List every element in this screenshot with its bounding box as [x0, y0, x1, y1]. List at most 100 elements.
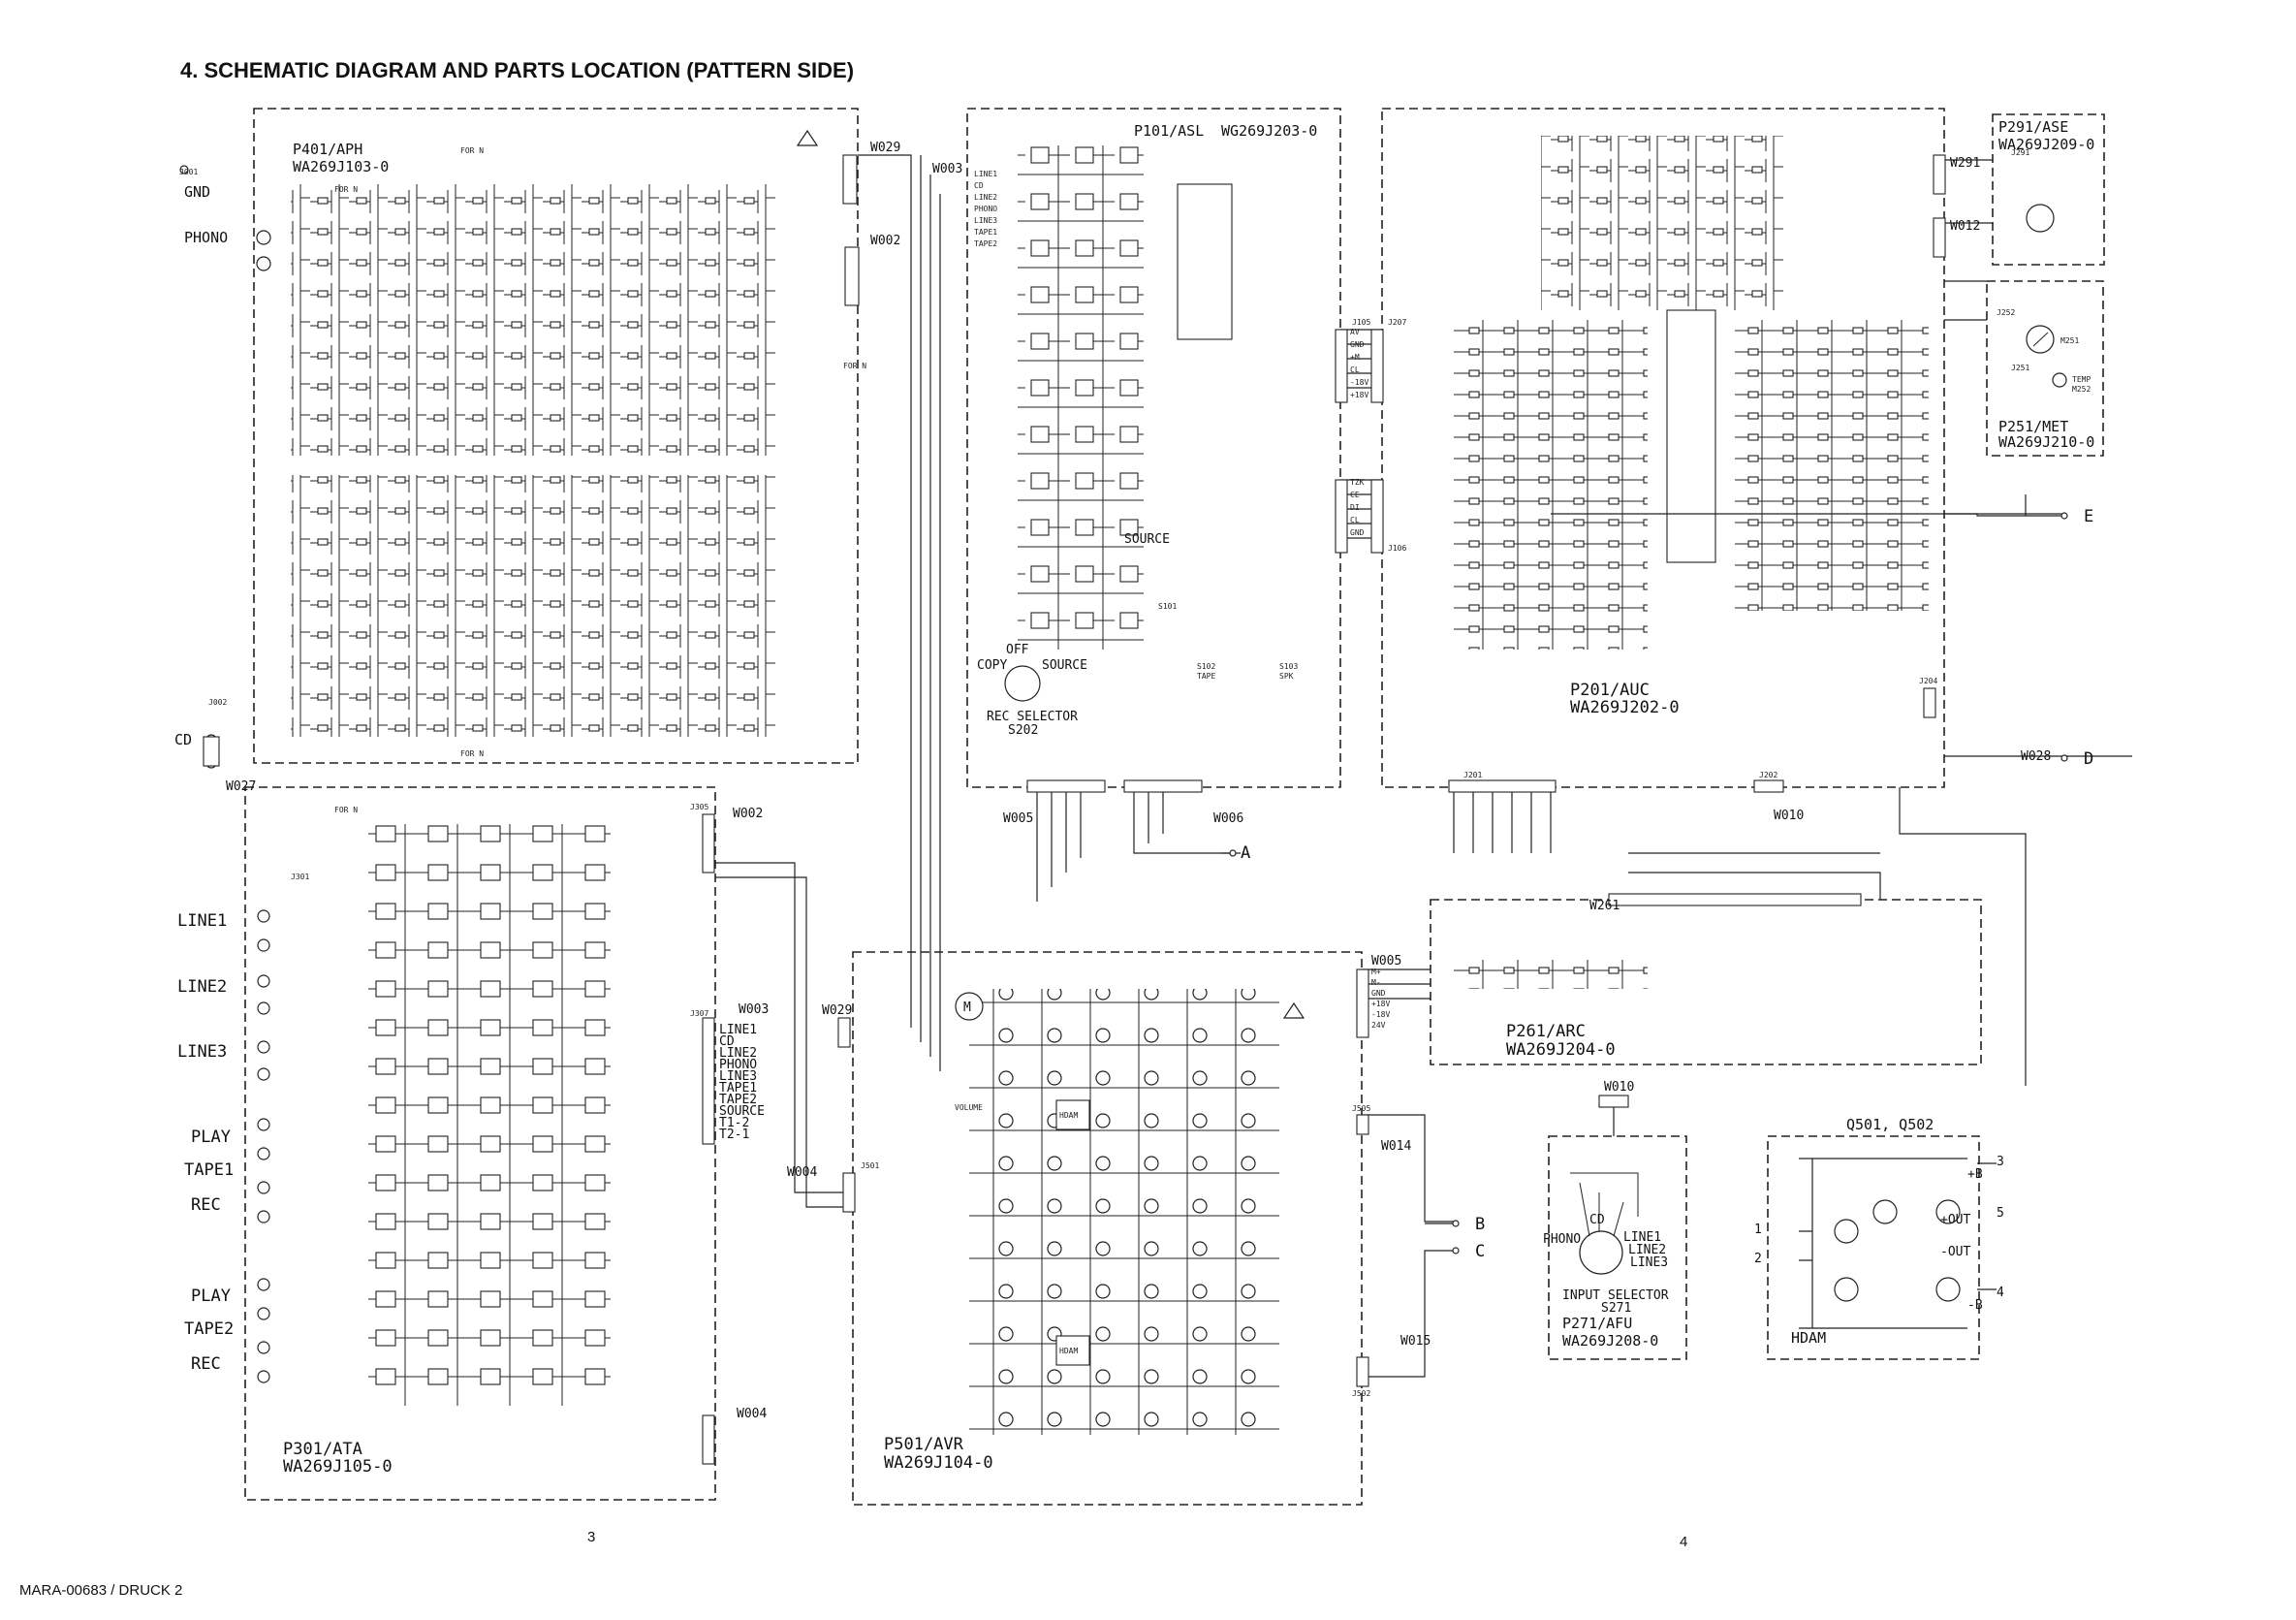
board-p271-name: P271/AFU [1562, 1315, 1632, 1332]
board-p251-name: P251/MET [1998, 418, 2068, 435]
board-p101-part: WG269J203-0 [1221, 122, 1317, 140]
temp-label: TEMP [2072, 375, 2091, 384]
power-labels: AV GND +M CL -18V +18V TZK CE DI CL GND … [1350, 328, 1390, 1030]
j501-label: J501 [861, 1161, 879, 1170]
j502-label: J502 [1352, 1389, 1370, 1398]
hdam-pin-5: 5 [1997, 1206, 2004, 1221]
for-n-1: FOR N [334, 185, 358, 194]
p101-bus-line3: LINE3 [974, 216, 997, 225]
j106-label: J106 [1388, 544, 1406, 553]
board-p401-outline [253, 108, 859, 764]
wire-labels: W029 W002 W003 W291 W012 W027 W002 W003 … [226, 141, 2051, 1421]
hdam-title: Q501, Q502 [1846, 1116, 1934, 1133]
p501-m-minus: M- [1371, 978, 1381, 987]
ctrl-gnd: GND [1350, 528, 1365, 537]
rec-selector-source: SOURCE [1042, 658, 1087, 673]
bus-phono: PHONO [719, 1058, 757, 1072]
wire-w002-top: W002 [870, 234, 900, 248]
board-p271-outline [1548, 1135, 1687, 1360]
p501-m-plus: M+ [1371, 968, 1381, 976]
p401-lower-circuit [291, 475, 775, 737]
input-selector-cd: CD [1589, 1213, 1605, 1227]
connectors [203, 154, 1946, 1465]
footer-page-right: 4 [1680, 1534, 1687, 1550]
p201-ic-q201 [1666, 309, 1716, 563]
p501-neg18: -18V [1371, 1010, 1390, 1019]
wire-w012: W012 [1950, 219, 1980, 234]
j001-label: J001 [179, 168, 198, 176]
board-p501-part: WA269J104-0 [884, 1453, 993, 1473]
pwr-av: AV [1350, 328, 1360, 336]
rec-selector-off: OFF [1006, 643, 1029, 657]
for-n-5: FOR N [334, 806, 358, 814]
p101-bus-line1: LINE1 [974, 170, 997, 178]
ctrl-tzk: TZK [1350, 478, 1365, 487]
board-p101-name: P101/ASL [1134, 122, 1204, 140]
wire-w003-mid: W003 [739, 1002, 769, 1017]
hdam-block-upper: HDAM [1059, 1111, 1078, 1120]
board-p251-outline [1986, 280, 2104, 457]
m251-label: M251 [2060, 336, 2079, 345]
input-rec1: REC [191, 1195, 221, 1215]
p261-led-row [1454, 960, 1648, 989]
terminal-b: B [1475, 1215, 1485, 1234]
terminal-a: A [1241, 843, 1250, 863]
wire-w029-top: W029 [870, 141, 900, 155]
bus-line3: LINE3 [719, 1069, 757, 1084]
bus-tape2: TAPE2 [719, 1093, 757, 1107]
j204-label: J204 [1919, 677, 1937, 685]
input-gnd: GND [184, 183, 210, 201]
terminal-d: D [2084, 749, 2093, 769]
p201-resistor-bank [1454, 320, 1648, 650]
bus-tape1: TAPE1 [719, 1081, 757, 1096]
wire-w029-mid: W029 [822, 1003, 852, 1018]
j251-label: J251 [2011, 364, 2029, 372]
rec-selector-copy: COPY [977, 658, 1007, 673]
wire-w014: W014 [1381, 1139, 1411, 1154]
p101-transistor-array [1018, 145, 1144, 650]
input-line2: LINE2 [177, 977, 227, 997]
p401-upper-circuit [291, 184, 775, 456]
j002-label: J002 [208, 698, 227, 707]
input-selector-line3: LINE3 [1630, 1255, 1668, 1270]
hdam-pin-4: 4 [1997, 1286, 2004, 1300]
tape-label: TAPE [1197, 672, 1215, 681]
wire-w004-bottom: W004 [737, 1407, 767, 1421]
p101-bus-tape1: TAPE1 [974, 228, 997, 237]
p101-bus-cd: CD [974, 181, 984, 190]
j505-label: J505 [1352, 1104, 1370, 1113]
board-p301-part: WA269J105-0 [283, 1457, 393, 1477]
board-p401-name: P401/APH [293, 141, 362, 158]
source-switch-label: SOURCE [1124, 532, 1170, 547]
input-selector-line2: LINE2 [1628, 1243, 1666, 1257]
m501-label: M [963, 1001, 971, 1015]
for-n-4: FOR N [460, 749, 484, 758]
wire-w005-right: W005 [1371, 954, 1401, 969]
p301-relay-array [368, 824, 611, 1406]
volume-label: VOLUME [955, 1103, 983, 1112]
rec-selector: COPY OFF SOURCE REC SELECTOR S202 [977, 643, 1087, 738]
p301-bus-labels: LINE1 CD LINE2 PHONO LINE3 TAPE1 TAPE2 S… [719, 1023, 765, 1142]
hdam-minus-out: -OUT [1940, 1245, 1970, 1259]
wire-w006: W006 [1213, 811, 1243, 826]
terminal-c: C [1475, 1242, 1485, 1261]
page-title: 4. SCHEMATIC DIAGRAM AND PARTS LOCATION … [180, 58, 854, 82]
wire-w003-top: W003 [932, 162, 962, 176]
board-p501-outline [852, 951, 1363, 1506]
bus-line1: LINE1 [719, 1023, 757, 1037]
j201-label: J201 [1463, 771, 1482, 779]
board-p251-part: WA269J210-0 [1998, 433, 2094, 451]
j305-label: J305 [690, 803, 708, 811]
input-line1: LINE1 [177, 911, 227, 931]
ctrl-di: DI [1350, 503, 1360, 512]
p501-pos18: +18V [1371, 1000, 1390, 1008]
hdam-block-lower: HDAM [1059, 1347, 1078, 1355]
board-p201-outline [1381, 108, 1945, 788]
board-p291-name: P291/ASE [1998, 118, 2068, 136]
footer-doc-ref: MARA-00683 / DRUCK 2 [19, 1582, 182, 1599]
source-switch: SOURCE S101 S102 S103 TAPE SPK [1124, 532, 1298, 681]
input-play2: PLAY [191, 1286, 231, 1306]
hdam-pin-3: 3 [1997, 1155, 2004, 1169]
input-tape1: TAPE1 [184, 1160, 234, 1180]
